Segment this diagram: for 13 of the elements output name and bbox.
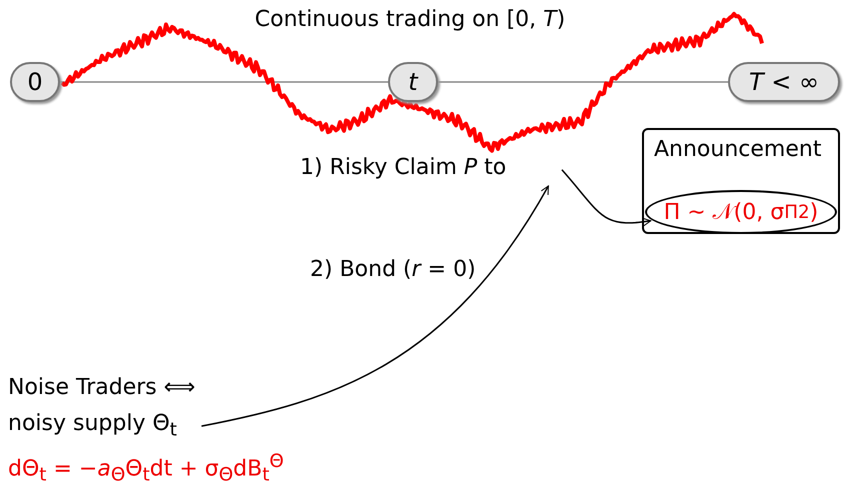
timeline-marker: t [388,62,438,102]
box-heading: Announcement [654,136,822,164]
arrow [561,169,652,226]
timeline-marker: 0 [10,62,60,102]
text-label: Noise Traders ⟺ noisy supply Θ$_{t}$ [8,370,223,442]
text-label: 2) Bond (r = 0) [310,256,476,284]
arrow [201,186,550,427]
timeline-marker: T < ∞ [728,62,840,102]
title: Continuous trading on [0, T) [254,6,566,34]
text-label: 1) Risky Claim P to [300,150,570,186]
timeline-line [60,81,388,83]
timeline-line [438,81,728,83]
announcement-box [642,128,840,234]
